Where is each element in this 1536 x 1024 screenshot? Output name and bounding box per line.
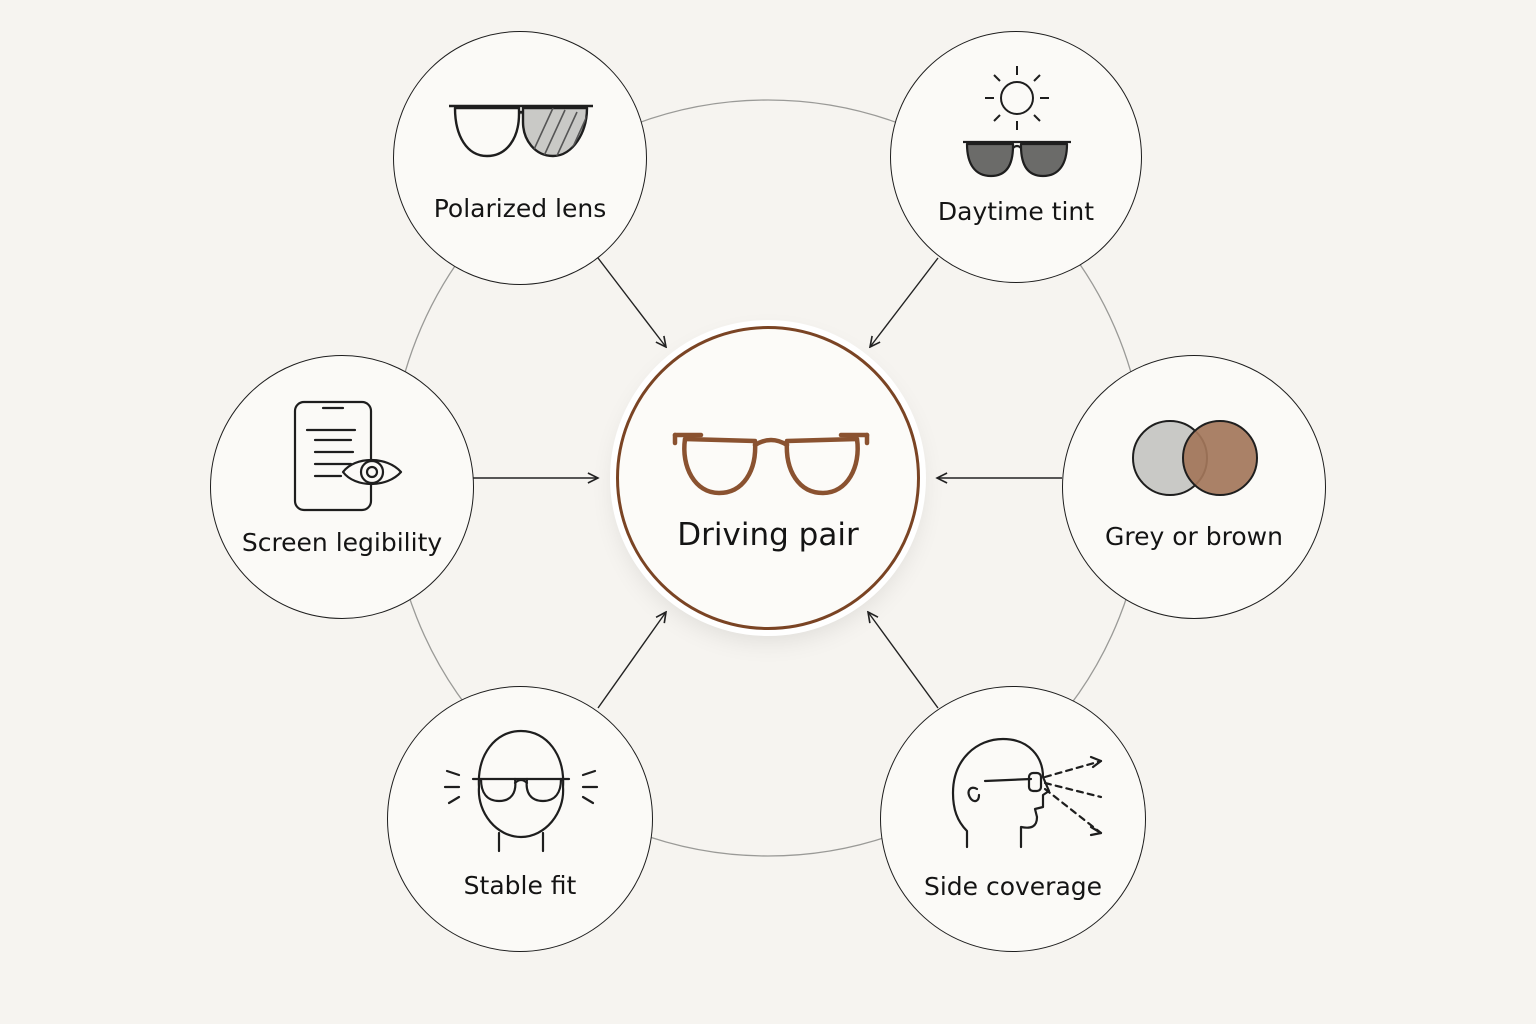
tint-swatches-icon — [1132, 420, 1258, 496]
center-label: Driving pair — [677, 517, 859, 553]
arrow-stable — [597, 612, 666, 709]
polarized-glasses-icon — [449, 104, 593, 158]
arrow-side — [868, 612, 939, 709]
brown-tint-swatch — [1182, 420, 1258, 496]
sun-icon — [985, 66, 1049, 130]
node-stable-fit[interactable]: Stable fit — [387, 686, 653, 952]
head-profile-side-view-icon — [951, 737, 1103, 849]
node-side-coverage[interactable]: Side coverage — [880, 686, 1146, 952]
arrow-polarized — [597, 257, 666, 347]
head-front-glasses-icon — [443, 729, 599, 853]
node-label: Polarized lens — [433, 194, 607, 223]
node-label: Grey or brown — [1105, 522, 1283, 551]
node-daytime-tint[interactable]: Daytime tint — [890, 31, 1142, 283]
arrow-daytime — [870, 257, 939, 347]
node-label: Screen legibility — [241, 528, 443, 557]
node-polarized-lens[interactable]: Polarized lens — [393, 31, 647, 285]
node-screen-legibility[interactable]: Screen legibility — [210, 355, 474, 619]
node-label: Stable fit — [463, 871, 577, 900]
node-grey-or-brown[interactable]: Grey or brown — [1062, 355, 1326, 619]
round-glasses-icon — [672, 432, 870, 496]
node-label: Daytime tint — [937, 197, 1095, 226]
screen-eye-icon — [293, 400, 403, 512]
center-node-driving-pair[interactable]: Driving pair — [616, 326, 920, 630]
sunglasses-icon — [963, 140, 1071, 178]
node-label: Side coverage — [923, 872, 1103, 901]
